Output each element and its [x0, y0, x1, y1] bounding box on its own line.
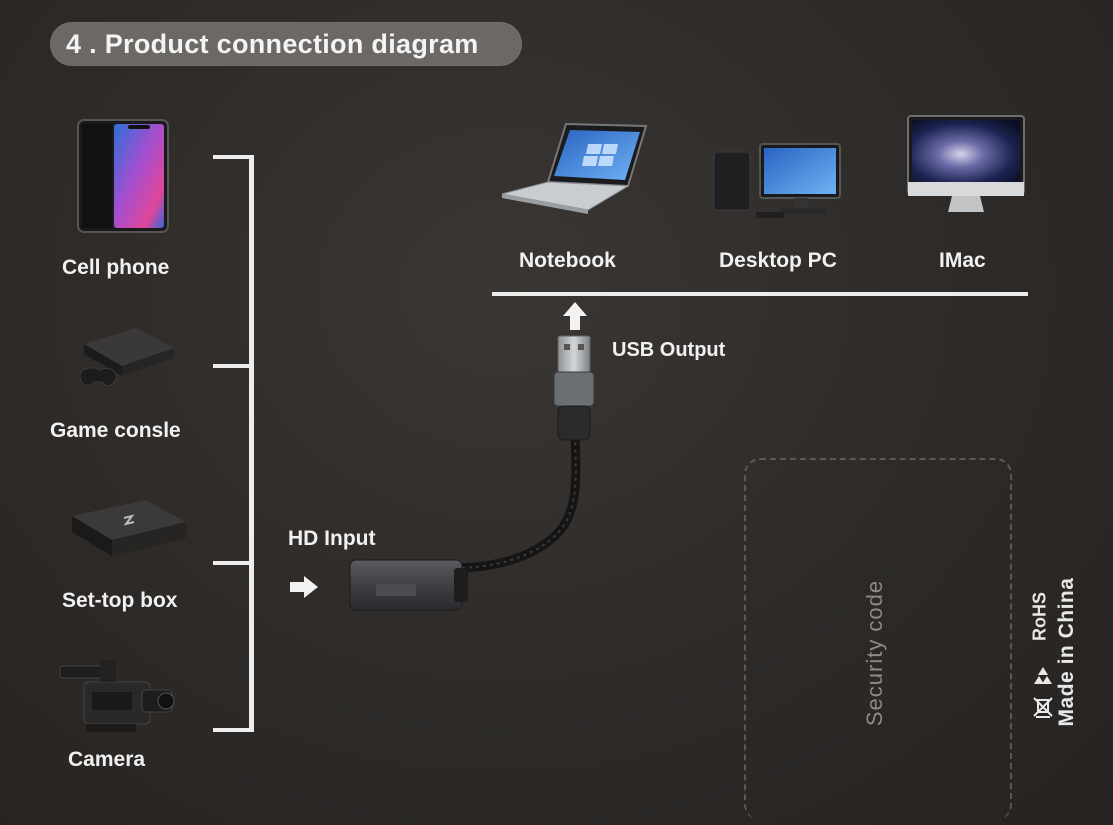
usb-cable-diagram [457, 407, 581, 573]
usb-output-label: USB Output [612, 339, 726, 361]
security-code-box [744, 458, 1012, 820]
laptop-icon [501, 122, 648, 214]
bracket-tick [213, 364, 253, 368]
bracket-tick [213, 155, 253, 159]
bracket-tick [213, 728, 253, 732]
weee-bin-icon [1033, 697, 1053, 718]
source-label-camera: Camera [68, 748, 146, 771]
target-label-desktop-pc: Desktop PC [719, 249, 837, 272]
source-bracket-spine [249, 155, 254, 732]
page-title: 4 . Product connection diagram [66, 29, 479, 59]
source-label-game-console: Game consle [50, 419, 181, 442]
camcorder-icon [59, 660, 175, 732]
hd-input-label: HD Input [288, 527, 376, 550]
capture-card-icon [349, 559, 468, 611]
source-label-set-top-box: Set-top box [62, 589, 178, 612]
arrow-right-icon [290, 576, 318, 598]
usb-plug-icon [553, 335, 595, 441]
title-pill [50, 22, 522, 66]
imac-icon [907, 115, 1025, 212]
security-code-label: Security code [862, 579, 887, 727]
target-label-notebook: Notebook [519, 249, 616, 272]
recycle-icon [1034, 667, 1052, 684]
made-in-label: Made in China [1055, 577, 1078, 727]
game-console-icon [79, 328, 174, 386]
arrow-up-icon [563, 302, 587, 330]
desktop-pc-icon [713, 143, 841, 218]
source-label-cell-phone: Cell phone [62, 256, 170, 279]
smartphone-icon [77, 119, 169, 233]
rohs-label: RoHS [1029, 592, 1050, 641]
bracket-tick [213, 561, 253, 565]
target-label-imac: IMac [939, 249, 986, 272]
target-divider [492, 292, 1028, 296]
set-top-box-icon [72, 500, 186, 556]
